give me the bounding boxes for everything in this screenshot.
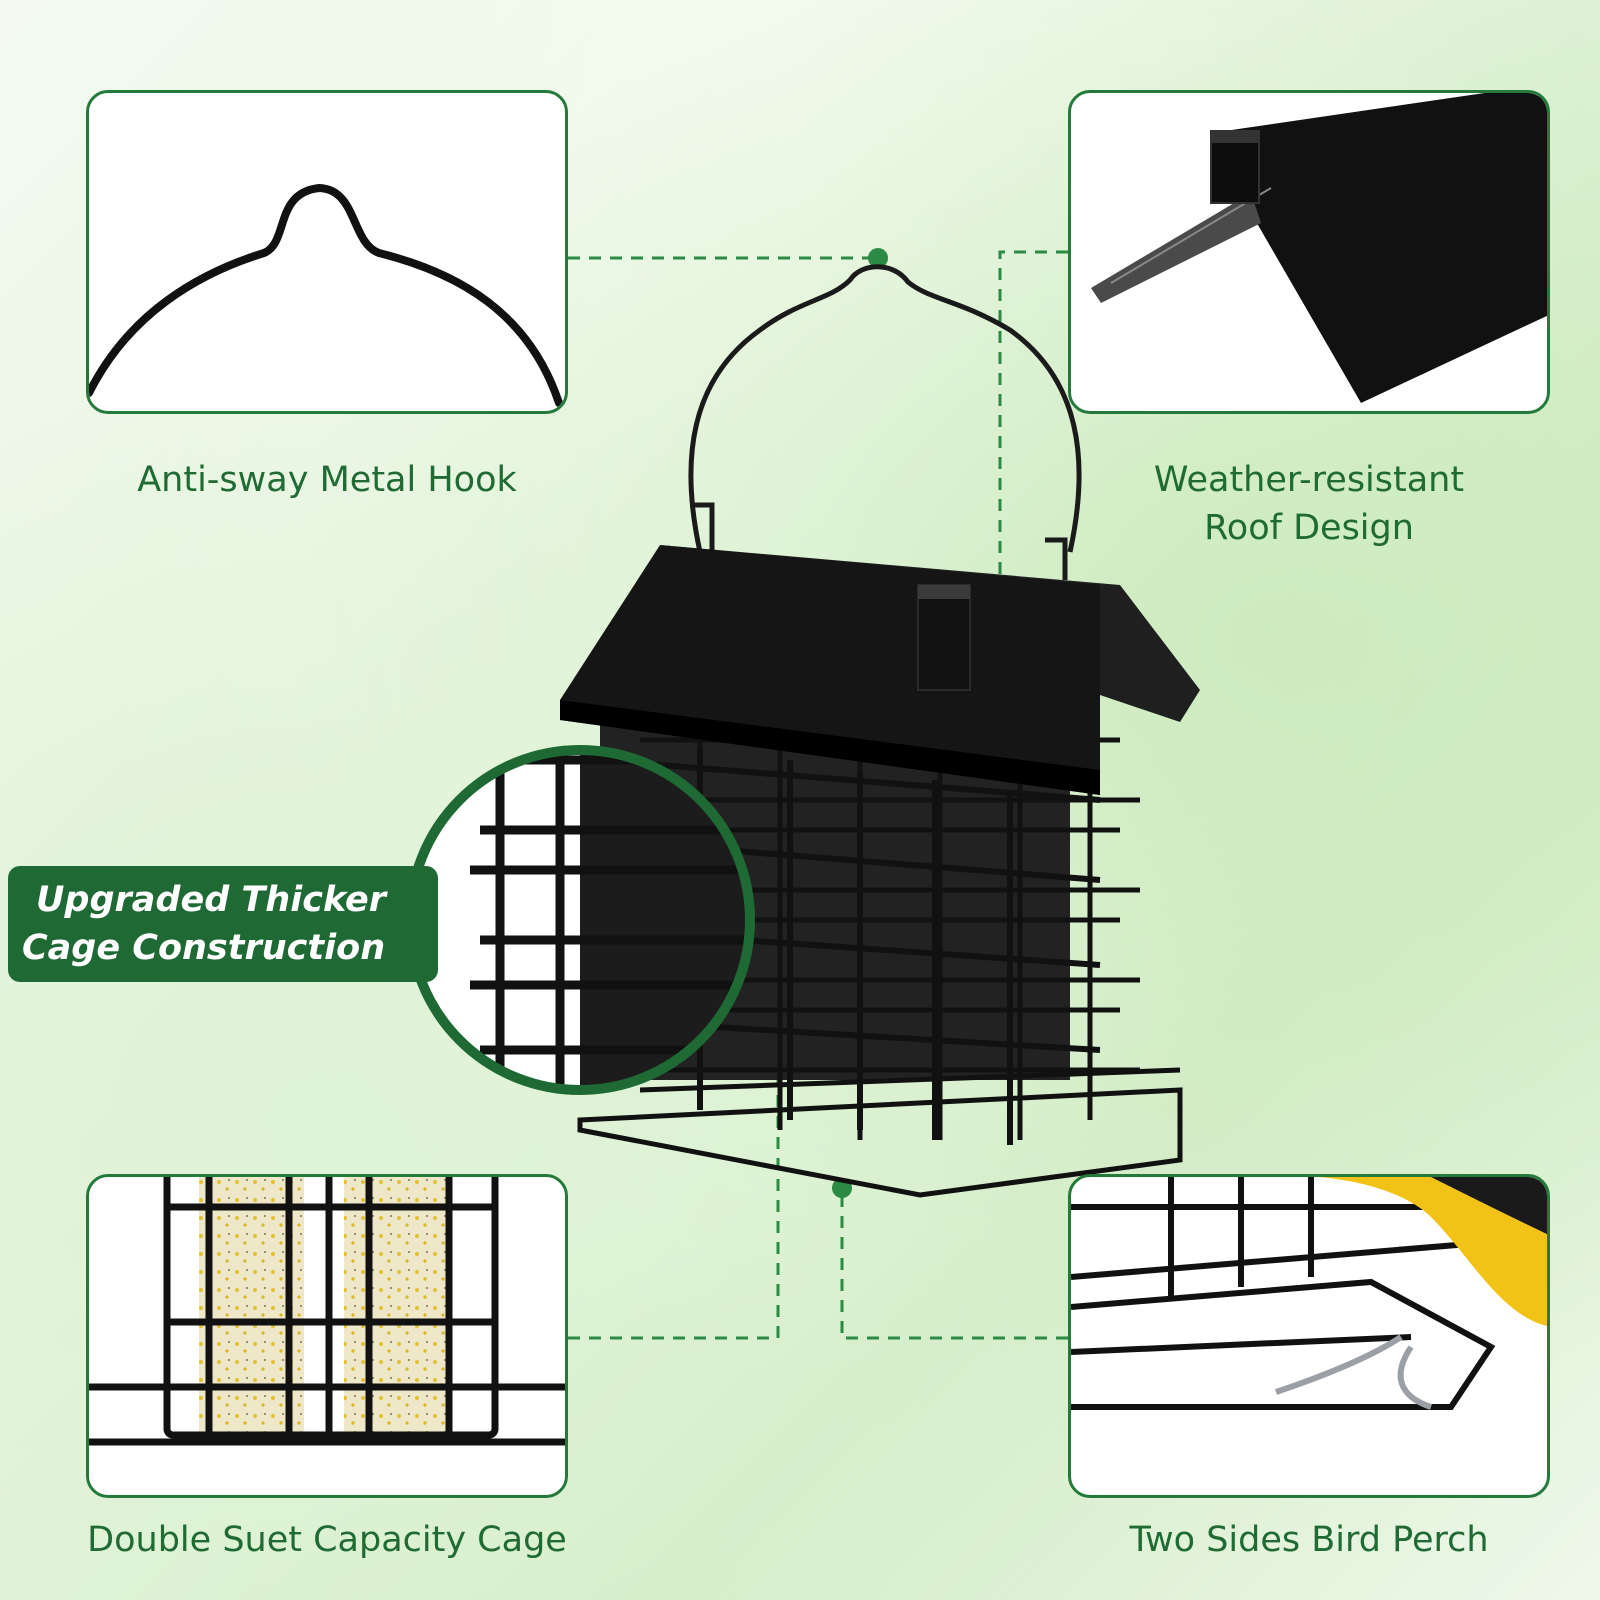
hook-detail-image xyxy=(89,183,563,407)
perch-caption-text: Two Sides Bird Perch xyxy=(1129,1520,1489,1560)
thicker-cage-badge: Upgraded Thicker Cage Construction xyxy=(8,866,438,982)
capacity-caption-text: Double Suet Capacity Cage xyxy=(87,1520,567,1560)
hook-wire xyxy=(688,264,1082,553)
capacity-caption: Double Suet Capacity Cage xyxy=(60,1516,594,1564)
hook-caption-text: Anti-sway Metal Hook xyxy=(137,460,517,500)
panel-hook xyxy=(86,90,568,414)
panel-perch xyxy=(1068,1174,1550,1498)
suet-detail-image xyxy=(89,1177,565,1446)
roof xyxy=(560,545,1200,795)
panel-capacity xyxy=(86,1174,568,1498)
roof-detail-image xyxy=(1091,93,1547,403)
roof-caption: Weather-resistant Roof Design xyxy=(1068,456,1550,552)
roof-caption-line1: Weather-resistant xyxy=(1153,460,1465,500)
perch-detail-image xyxy=(1071,1177,1547,1410)
hook-caption: Anti-sway Metal Hook xyxy=(86,456,568,504)
perch-caption: Two Sides Bird Perch xyxy=(1068,1516,1550,1564)
panel-roof xyxy=(1068,90,1550,414)
bird xyxy=(1271,1177,1547,1326)
badge-line2: Cage Construction xyxy=(22,928,386,968)
badge-line1: Upgraded Thicker xyxy=(36,880,386,920)
roof-caption-line2: Roof Design xyxy=(1204,508,1414,548)
